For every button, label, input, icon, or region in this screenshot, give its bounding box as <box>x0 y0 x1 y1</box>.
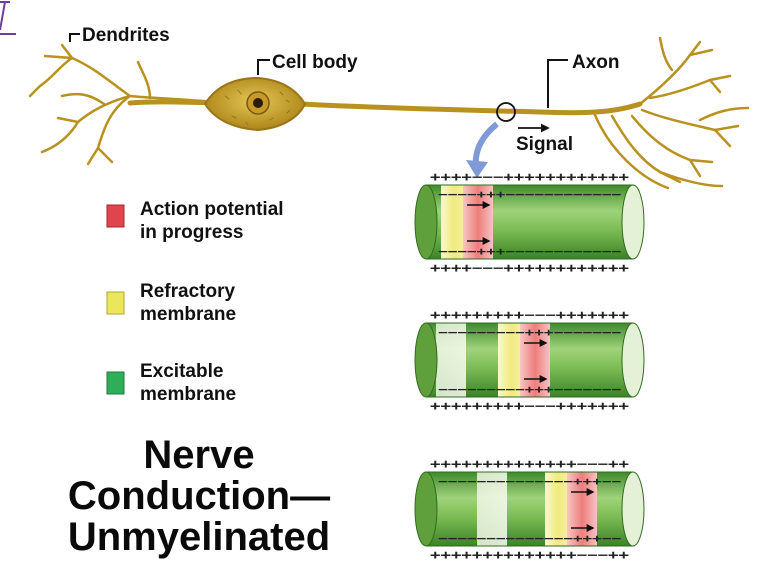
axon-terminals <box>593 36 750 190</box>
legend-swatch-red <box>106 204 125 228</box>
action-potential-band <box>520 323 550 397</box>
title-line-2: Conduction— <box>67 474 331 518</box>
legend-label-line2: membrane <box>140 304 236 325</box>
segment-right-cap <box>621 184 645 260</box>
corner-mark <box>0 1 16 35</box>
outer-charge-top: +++++++++−−−+++++++ <box>430 308 629 322</box>
action-potential-band <box>463 185 493 259</box>
legend-item-excitable: Excitable membrane <box>106 361 236 405</box>
recovered-membrane-band <box>436 323 466 397</box>
outer-charge-top: ++++−−−++++++++++++ <box>430 170 629 184</box>
excitable-membrane-band <box>426 472 633 546</box>
cell-body-texture <box>224 89 291 126</box>
title-line-1: Nerve <box>143 433 255 477</box>
legend-swatch-yellow <box>106 291 125 315</box>
legend-label-line1: Excitable <box>140 361 223 382</box>
dendrites-left <box>28 43 217 166</box>
signal-origin-circle <box>496 102 516 122</box>
inner-charge-top: −−−−−−−−−+++−−−−−−− <box>438 326 622 339</box>
axon-segment: ++++−−−++++++++++++ ++++−−−++++++++++++ −−… <box>414 170 645 275</box>
segment-right-cap <box>621 471 645 547</box>
inner-charge-top: −−−−+++−−−−−−−−−−−− <box>438 188 622 201</box>
outer-charge-bottom: ++++−−−++++++++++++ <box>430 261 629 275</box>
refractory-band <box>545 472 571 546</box>
signal-label: Signal <box>516 134 573 155</box>
segment-left-end <box>414 322 438 398</box>
recovered-membrane-band <box>477 472 507 546</box>
neuron <box>28 36 750 190</box>
inner-charge-top: −−−−−−−−−−−−−−+++−− <box>438 475 622 488</box>
outer-charge-bottom: +++++++++−−−+++++++ <box>430 399 629 413</box>
action-potential-band <box>567 472 597 546</box>
label-leaders <box>69 33 568 108</box>
legend-label-line2: membrane <box>140 384 236 405</box>
nucleolus <box>253 98 263 108</box>
segment-left-end <box>414 471 438 547</box>
legend-label-line1: Refractory <box>140 281 235 302</box>
segment-left-end <box>414 184 438 260</box>
legend-label-line2: in progress <box>140 222 243 243</box>
dendrites-label: Dendrites <box>82 25 170 46</box>
axon-segment: ++++++++++++++−−−++ ++++++++++++++−−−++ −−… <box>414 457 645 562</box>
zoom-arrowhead-icon <box>466 160 488 178</box>
cell-body-label: Cell body <box>272 52 358 73</box>
refractory-band <box>498 323 524 397</box>
outer-charge-top: ++++++++++++++−−−++ <box>430 457 629 471</box>
legend: Action potential in progress Refractory … <box>106 199 284 405</box>
legend-label-line1: Action potential <box>140 199 284 220</box>
title-line-3: Unmyelinated <box>67 515 331 559</box>
legend-item-refractory: Refractory membrane <box>106 281 236 325</box>
legend-item-action-potential: Action potential in progress <box>106 199 284 243</box>
segment-right-cap <box>621 322 645 398</box>
outer-charge-bottom: ++++++++++++++−−−++ <box>430 548 629 562</box>
inner-charge-bottom: −−−−−−−−−+++−−−−−−− <box>438 383 622 396</box>
legend-swatch-green <box>106 371 125 395</box>
refractory-band <box>441 185 467 259</box>
axon-label: Axon <box>572 52 620 73</box>
inner-charge-bottom: −−−−+++−−−−−−−−−−−− <box>438 245 622 258</box>
axon-segment: +++++++++−−−+++++++ +++++++++−−−+++++++ −−… <box>414 308 645 413</box>
axon-segments: ++++−−−++++++++++++ ++++−−−++++++++++++ −−… <box>414 170 645 562</box>
inner-charge-bottom: −−−−−−−−−−−−−−+++−− <box>438 532 622 545</box>
